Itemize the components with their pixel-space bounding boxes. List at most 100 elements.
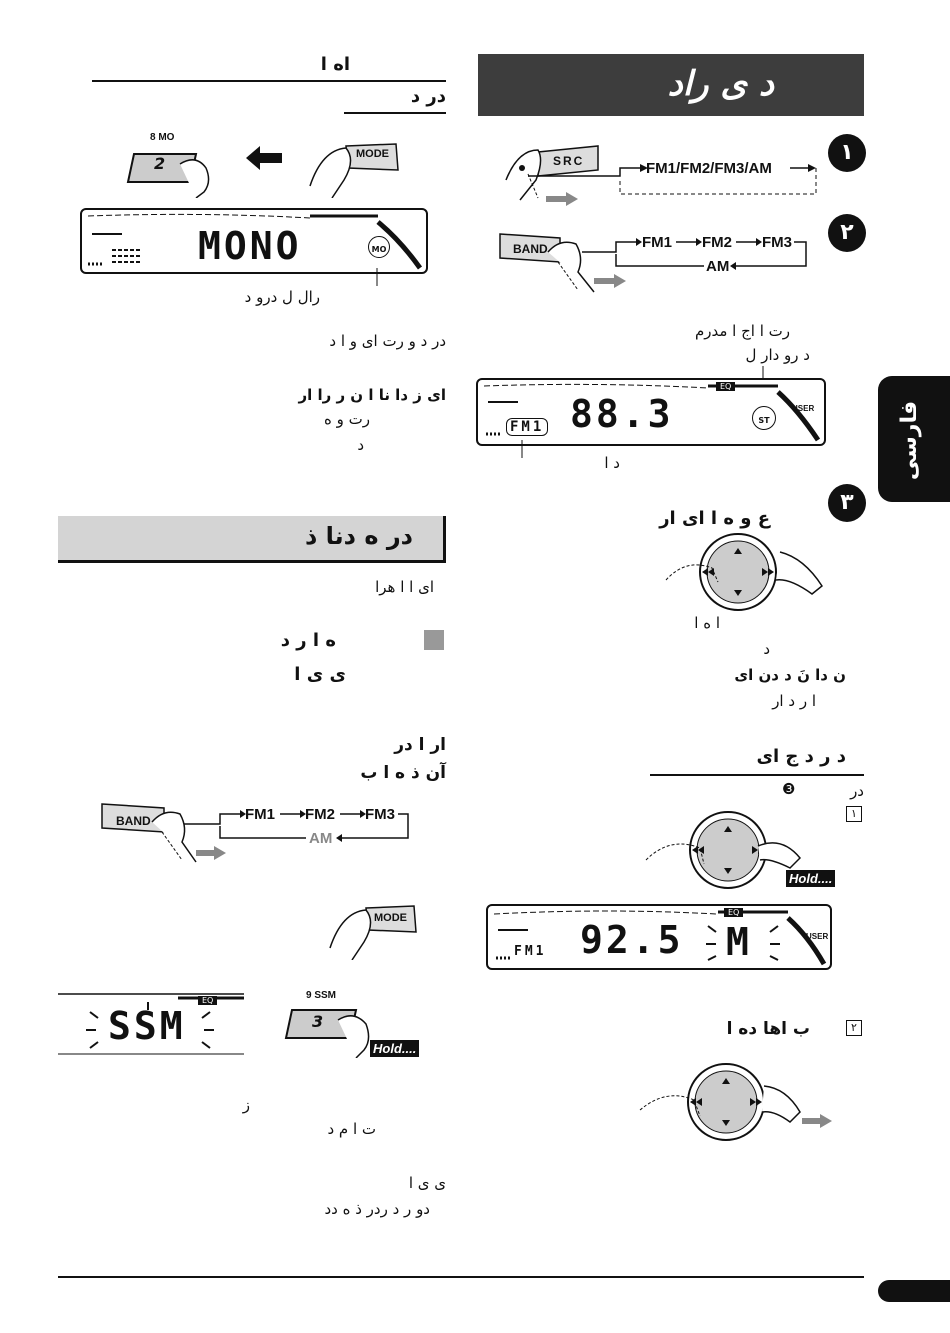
left-para-1: در د و رت ای و ا د [329, 332, 446, 350]
left-rule-1 [92, 80, 446, 82]
lcd-mono-text: MONO [198, 224, 302, 268]
lcd-display-ssm: EQ SSM [58, 990, 244, 1056]
preset-rule [650, 774, 864, 776]
src-label: SRC [553, 154, 585, 168]
left-intro: ای ا ا هرا [375, 578, 434, 596]
bullet-square [424, 630, 444, 650]
left-rule-2 [344, 112, 446, 114]
sub-title-2: ی ی ا [294, 664, 346, 685]
mode-label-2: MODE [374, 912, 407, 924]
sub2-text: ب اها ده ا [726, 1019, 810, 1039]
step3-heading: ع و ه ا ای ار [659, 508, 770, 529]
ssm-button-number: 3 [312, 1012, 324, 1031]
arrow-left-icon [246, 146, 282, 170]
mono-button-label: 8 MO [150, 132, 175, 143]
control-dial-1 [650, 530, 830, 614]
sub-title-1: ه ا ر د [280, 630, 336, 651]
left-head-2: در د [410, 86, 446, 107]
mono-indicator: MO [368, 236, 390, 258]
footer-rule [58, 1276, 864, 1278]
left-para-2c: د [357, 436, 364, 454]
mo-label: MO [371, 245, 387, 254]
left-head-1: اه ا [320, 54, 350, 75]
stereo-indicator: ST [752, 406, 776, 430]
left-flow-fm2: FM2 [305, 806, 335, 823]
page-number-tab [878, 1280, 950, 1302]
eq-badge-3: EQ [198, 996, 218, 1005]
lcd-ssm-text: SSM [108, 1004, 186, 1048]
lcd-display-2: EQ USER FM1 92.5 M [486, 904, 832, 970]
hold-tag-1: Hold.... [786, 870, 836, 887]
control-dial-3 [630, 1060, 840, 1146]
language-tab: فارسی [878, 376, 950, 502]
lcd-band: FM1 [506, 418, 549, 436]
src-button-illustration [498, 140, 608, 210]
hold-tag-2: Hold.... [370, 1040, 420, 1057]
preset-line: در [850, 782, 864, 800]
left-flow-fm1: FM1 [245, 806, 275, 823]
left-para-3b: آن ذ ه ا ب [360, 763, 446, 783]
step3-text-3: ن دا نَ د دن ای [734, 666, 846, 684]
band-label: BAND [513, 242, 548, 256]
storing-title: در ه دنا ذ [304, 522, 413, 550]
section-header-radio: د ی راد [478, 54, 864, 116]
left-para-4b: ت ا م د [327, 1120, 376, 1138]
mode-button-illustration-2 [326, 898, 426, 961]
ssm-button-illustration [284, 1002, 394, 1059]
src-flow-arrows [528, 164, 817, 195]
step2-text-2: د رو دار ل [745, 346, 810, 364]
left-para-2a: ای ز دا نا ا ن ر را ار [298, 386, 446, 404]
lcd2-band: FM1 [514, 944, 547, 959]
lcd1-caption: د ا [604, 454, 620, 472]
memory-indicator: M [726, 920, 752, 964]
mono-button-illustration [126, 144, 216, 199]
left-para-4a: ز [242, 1096, 250, 1114]
sub-step-1: ١ [846, 806, 862, 822]
sub-step-2: ٢ [846, 1020, 862, 1036]
flow-am: AM [706, 258, 730, 275]
left-flow-am: AM [309, 830, 333, 847]
step-number-3: ٣ [828, 484, 866, 522]
band-flow-arrows [582, 238, 807, 270]
mono-caption: رال ل درو د [244, 288, 320, 306]
eq-badge-2: EQ [724, 908, 744, 917]
section-title: د ی راد [667, 64, 774, 104]
step3-text-1: ا ه ا [694, 614, 720, 632]
mode-button-illustration [306, 136, 406, 199]
step3-text-2: د [763, 640, 770, 658]
lcd-frequency: 88.3 [570, 392, 674, 436]
st-label: ST [758, 416, 770, 425]
flow-fm2: FM2 [702, 234, 732, 251]
user-label: USER [792, 404, 815, 413]
left-para-5b: دو ر د ردر ذ ه دد [324, 1200, 430, 1218]
band-button-illustration [498, 228, 628, 296]
mono-button-number: 2 [154, 154, 166, 173]
preset-step-ref: ❸ [782, 780, 796, 798]
user-label-2: USER [806, 932, 829, 941]
flow-fm3: FM3 [762, 234, 792, 251]
flow-fm1: FM1 [642, 234, 672, 251]
control-dial-2 [640, 808, 840, 894]
band-button-illustration-2 [100, 798, 230, 866]
band-pointer [521, 440, 523, 458]
eq-badge: EQ [716, 382, 736, 391]
band-label-2: BAND [116, 814, 151, 828]
left-flow-fm3: FM3 [365, 806, 395, 823]
language-tab-label: فارسی [897, 400, 923, 481]
left-para-3a: ار ا در [394, 735, 446, 755]
lcd2-frequency: 92.5 [580, 918, 684, 962]
left-para-5a: ی ی ا [408, 1174, 446, 1192]
left-para-2b: رت و ه [323, 410, 370, 428]
src-flow: FM1/FM2/FM3/AM [646, 160, 772, 177]
lcd-display-1: EQ USER FM1 88.3 ST [476, 378, 826, 446]
step-number-2: ٢ [828, 214, 866, 252]
preset-heading: د ر د ج ای [756, 746, 846, 767]
mo-pointer [376, 268, 378, 286]
step2-text-1: رت ا اج ا مدرم [694, 322, 790, 340]
mode-label: MODE [356, 148, 389, 160]
lcd-display-mono: MONO MO [80, 208, 428, 274]
step3-text-4: ا ر د ار [772, 692, 816, 710]
step-number-1: ١ [828, 134, 866, 172]
ssm-button-label: 9 SSM [306, 990, 337, 1001]
left-flow-arrows [184, 810, 409, 842]
